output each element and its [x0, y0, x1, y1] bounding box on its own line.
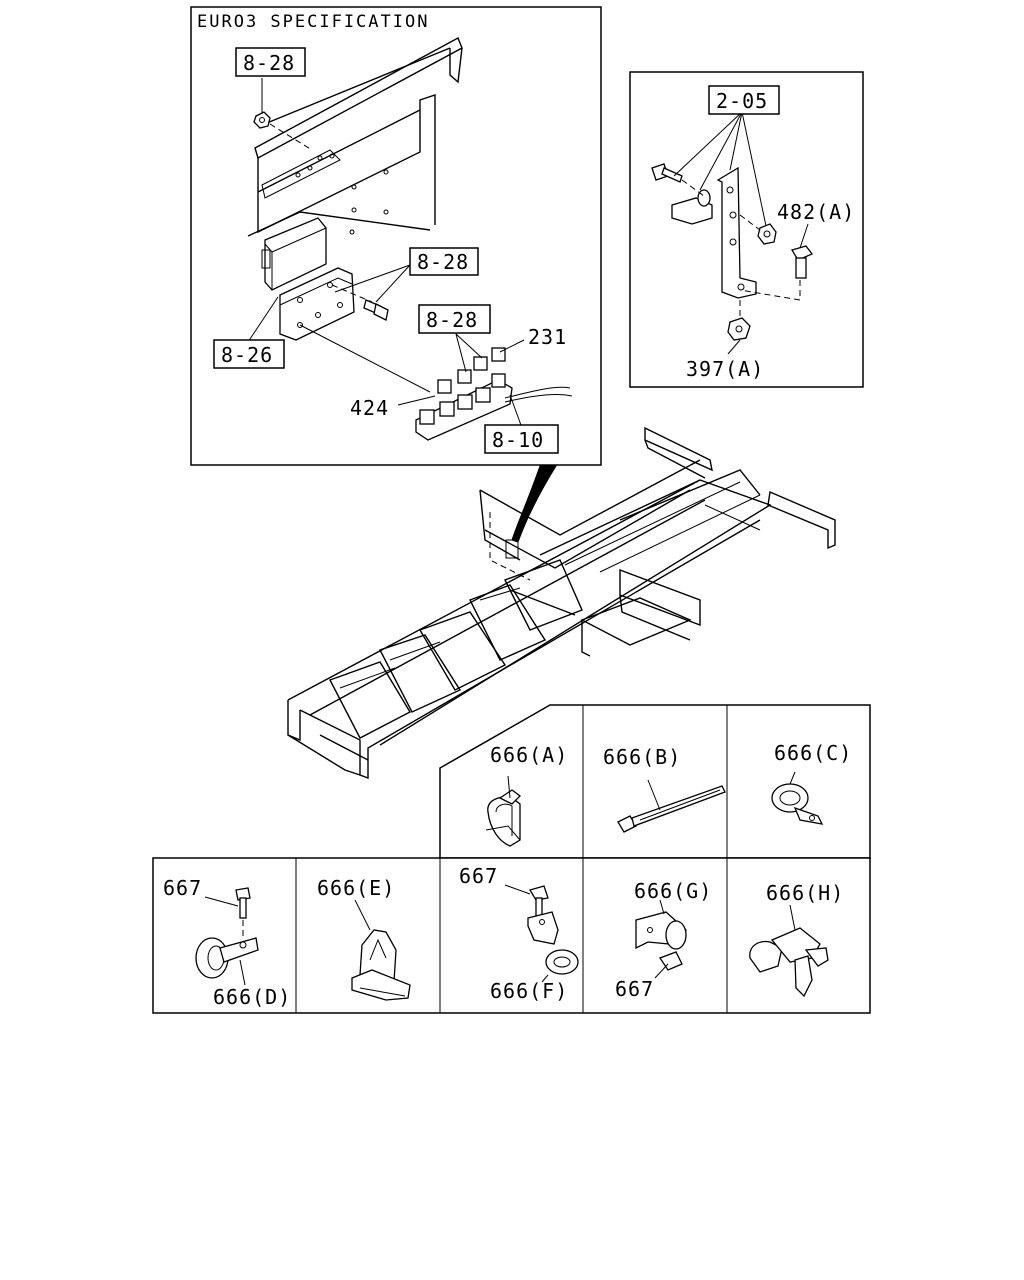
ref-box-8-28-relays [418, 304, 491, 334]
nut-397-icon [727, 300, 751, 341]
chassis-frame [287, 426, 836, 780]
part-397a-label: 397(A) [686, 357, 764, 381]
inset-frame-rail [247, 37, 463, 237]
clamp-666g-icon [635, 899, 687, 979]
clip-666d-label: 666(D) [213, 985, 291, 1009]
clip-666b-label: 666(B) [603, 745, 681, 769]
ref-8-28-bolt: 8-28 [417, 250, 469, 274]
clip-grid [152, 704, 871, 1014]
support-bracket [716, 166, 757, 299]
ref-8-28-relays: 8-28 [426, 308, 478, 332]
clip-666a-label: 666(A) [490, 743, 568, 767]
p-clamp-icon [671, 189, 713, 225]
ref-8-26: 8-26 [221, 343, 273, 367]
clip-666a-icon [485, 775, 521, 847]
ref-box-8-10 [484, 424, 559, 454]
clamp-bolt-icon [651, 163, 705, 197]
clamp-666f-icon [504, 884, 579, 983]
clip-666h-label: 666(H) [766, 881, 844, 905]
clip-666f-label: 666(F) [490, 979, 568, 1003]
ref-box-8-28-top [235, 47, 306, 77]
p-clamp-666d-icon [195, 887, 259, 986]
bolt-482-icon [739, 245, 814, 301]
ref-8-28-top: 8-28 [243, 51, 295, 75]
flange-nut-icon [739, 214, 777, 245]
p-clip-666c-icon [771, 771, 824, 825]
bracket-inset: 2-05 482(A) 397(A) [629, 71, 864, 388]
control-unit [261, 217, 327, 291]
cable-tie-666b-icon [617, 779, 726, 833]
bracket-bolt-icon [363, 299, 389, 321]
clip-666g-label: 666(G) [634, 879, 712, 903]
clip-666c-label: 666(C) [774, 741, 852, 765]
euro3-inset: EURO3 SPECIFICATION [190, 6, 602, 466]
bolt-667-g-label: 667 [615, 977, 654, 1001]
relay-cluster [415, 347, 573, 441]
ecu-location-marker [505, 539, 519, 559]
euro3-leaders [247, 78, 525, 429]
push-clip-666e-icon [351, 899, 411, 1001]
bracket-leaders [673, 111, 809, 355]
part-424-label: 424 [350, 396, 389, 420]
ref-box-2-05 [708, 85, 780, 115]
bolt-667-d-label: 667 [163, 876, 202, 900]
ref-box-8-28-bolt [409, 247, 479, 276]
ref-2-05: 2-05 [716, 89, 768, 113]
harness-clip-666h-icon [749, 904, 829, 998]
ref-box-8-26 [213, 339, 285, 369]
euro3-title: EURO3 SPECIFICATION [197, 12, 429, 32]
mounting-bracket [279, 267, 373, 341]
part-231-label: 231 [528, 325, 567, 349]
bracket-inset-frame [629, 71, 864, 388]
clip-666e-label: 666(E) [317, 876, 395, 900]
inset-pointer [511, 465, 557, 543]
bolt-667-f-label: 667 [459, 864, 498, 888]
part-482a-label: 482(A) [777, 200, 855, 224]
nut-icon-top [253, 111, 313, 151]
ref-8-10: 8-10 [492, 428, 544, 452]
